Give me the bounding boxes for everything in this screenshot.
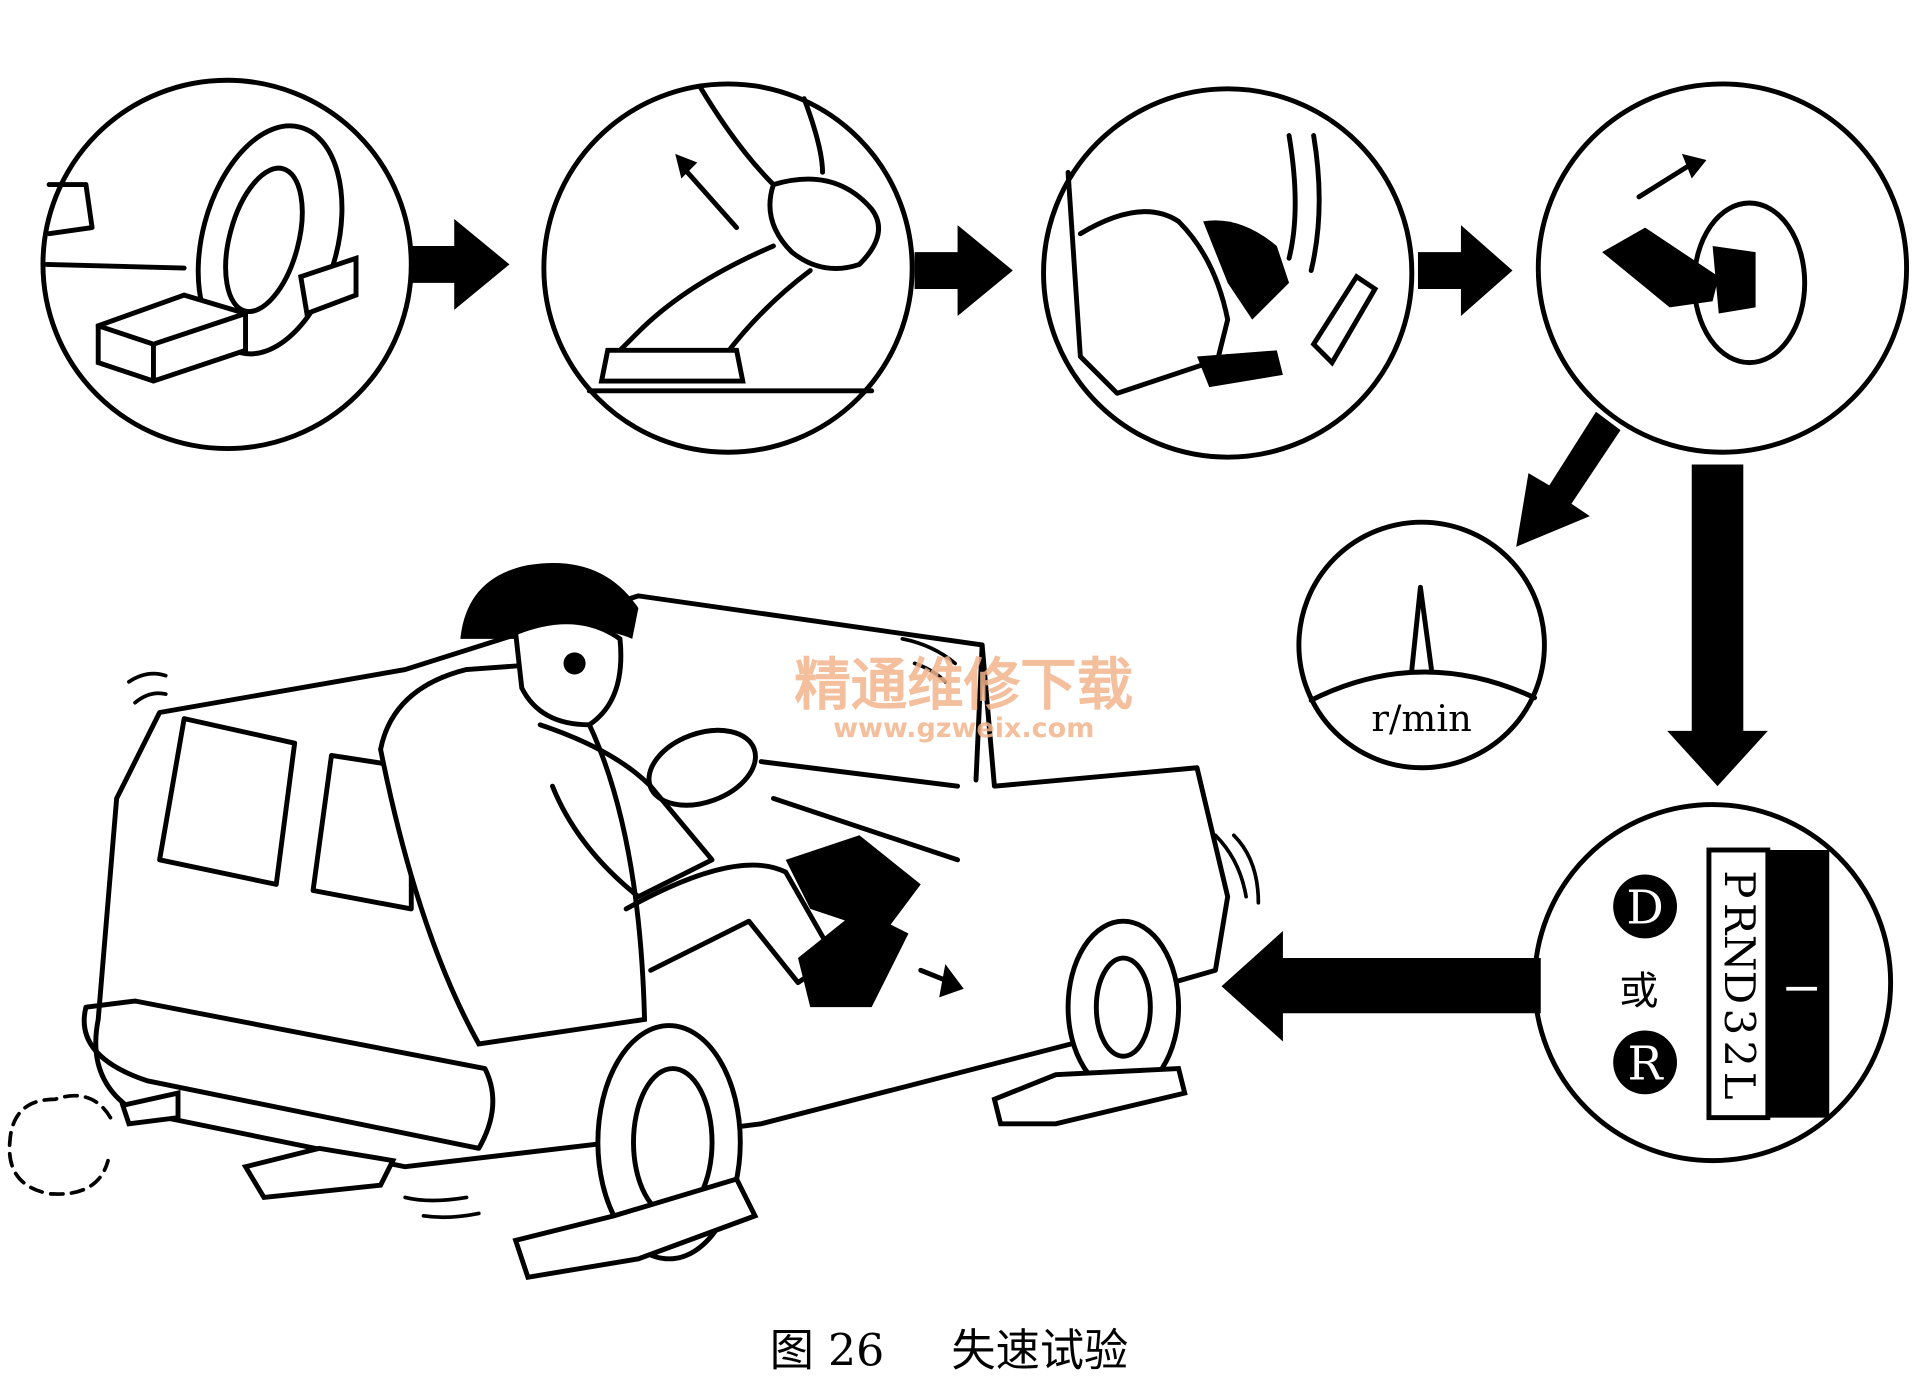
gear-r: R — [1715, 903, 1764, 936]
step-start-engine — [1535, 81, 1910, 455]
vehicle-stall-test — [7, 562, 1261, 1281]
arrow-3-icon — [1417, 225, 1513, 316]
gear-option-r: R — [1628, 1038, 1665, 1092]
gear-l: L — [1715, 1072, 1764, 1100]
gear-or-label: 或 — [1619, 970, 1658, 1015]
watermark-title: 精通维修下载 — [794, 653, 1133, 718]
arrow-down-icon — [1667, 464, 1768, 787]
figure-caption-number: 图 26 — [770, 1326, 884, 1377]
gear-d: D — [1715, 971, 1764, 1004]
gear-selector: D 或 R P R N D 3 2 L — [1532, 802, 1894, 1164]
gear-2: 2 — [1715, 1041, 1764, 1068]
figure-caption-title: 失速试验 — [951, 1326, 1128, 1377]
gear-option-d: D — [1626, 882, 1663, 936]
gear-n: N — [1715, 935, 1764, 972]
arrow-left-icon — [1221, 931, 1541, 1042]
step-chock-wheels — [40, 77, 414, 452]
tachometer-gauge: r/min — [1296, 519, 1547, 771]
gear-p: P — [1715, 870, 1764, 898]
arrow-1-icon — [411, 218, 510, 310]
arrow-2-icon — [914, 225, 1013, 316]
step-apply-parking-brake — [541, 81, 915, 455]
watermark-url: www.gzweix.com — [833, 713, 1094, 744]
arrow-to-gauge-icon — [1516, 411, 1621, 547]
gear-3: 3 — [1715, 1009, 1764, 1036]
gauge-unit-label: r/min — [1371, 697, 1471, 740]
step-press-brake-pedal — [1041, 86, 1415, 460]
